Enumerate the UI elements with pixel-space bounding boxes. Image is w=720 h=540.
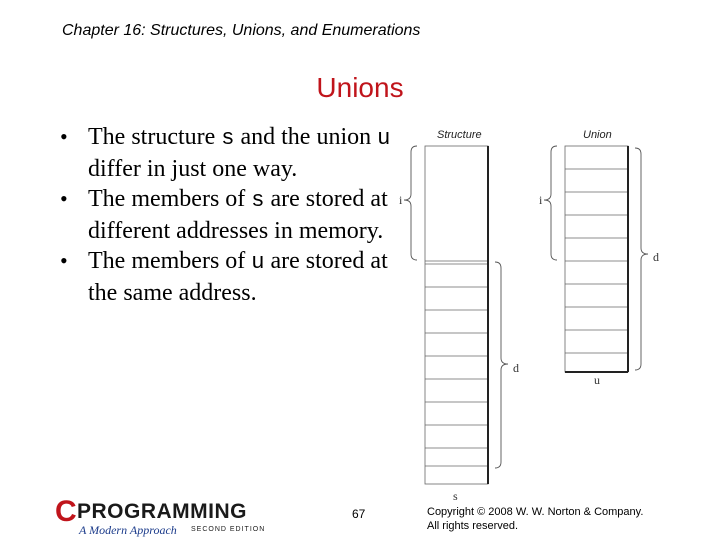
bullet-item: • The members of s are stored at differe… bbox=[58, 184, 398, 246]
bullet-text: are stored at different addresses in mem… bbox=[88, 186, 388, 244]
bullet-dot: • bbox=[60, 186, 68, 211]
bullet-text: differ in just one way. bbox=[88, 156, 298, 182]
structure-d-brace bbox=[494, 261, 509, 469]
union-d-brace bbox=[634, 147, 649, 371]
slide-title: Unions bbox=[0, 72, 720, 104]
bullet-list: • The structure s and the union u differ… bbox=[58, 122, 398, 308]
bullet-text: The members of bbox=[88, 248, 252, 274]
bullet-dot: • bbox=[60, 248, 68, 273]
structure-var-label: s bbox=[453, 489, 458, 503]
c-programming-logo: C PROGRAMMING A Modern Approach SECOND E… bbox=[55, 497, 270, 539]
structure-d-label: d bbox=[513, 361, 519, 375]
bullet-dot: • bbox=[60, 124, 68, 149]
code-u: u bbox=[251, 250, 265, 275]
bullet-item: • The structure s and the union u differ… bbox=[58, 122, 398, 184]
union-i-brace bbox=[543, 145, 558, 261]
bullet-item: • The members of u are stored at the sam… bbox=[58, 246, 398, 308]
union-d-label: d bbox=[653, 250, 659, 264]
union-memory-block bbox=[564, 145, 629, 373]
structure-memory-block bbox=[424, 145, 489, 485]
code-s: s bbox=[251, 188, 265, 213]
union-i-label: i bbox=[539, 193, 543, 207]
copyright-notice: Copyright © 2008 W. W. Norton & Company.… bbox=[427, 505, 643, 533]
copyright-line-2: All rights reserved. bbox=[427, 520, 519, 532]
bullet-text: are stored at the same address. bbox=[88, 248, 388, 306]
logo-edition: SECOND EDITION bbox=[191, 526, 266, 533]
memory-layout-diagram: Structure Union i d s bbox=[399, 129, 659, 503]
chapter-heading: Chapter 16: Structures, Unions, and Enum… bbox=[62, 22, 421, 39]
code-s: s bbox=[221, 126, 235, 151]
code-u: u bbox=[377, 126, 391, 151]
slide-title-text: Unions bbox=[316, 72, 404, 103]
logo-subtitle: A Modern Approach bbox=[79, 523, 177, 537]
structure-i-label: i bbox=[399, 193, 403, 207]
bullet-text: The structure bbox=[88, 124, 222, 150]
copyright-line-1: Copyright © 2008 W. W. Norton & Company. bbox=[427, 506, 644, 518]
union-var-label: u bbox=[594, 373, 600, 387]
bullet-text: The members of bbox=[88, 186, 252, 212]
structure-i-brace bbox=[403, 145, 418, 261]
logo-c-mark: C bbox=[55, 495, 77, 528]
structure-label: Structure bbox=[437, 129, 482, 141]
union-label: Union bbox=[583, 129, 612, 141]
logo-wordmark: PROGRAMMING bbox=[77, 500, 247, 523]
bullet-text: and the union bbox=[234, 124, 378, 150]
page-number: 67 bbox=[352, 507, 366, 521]
